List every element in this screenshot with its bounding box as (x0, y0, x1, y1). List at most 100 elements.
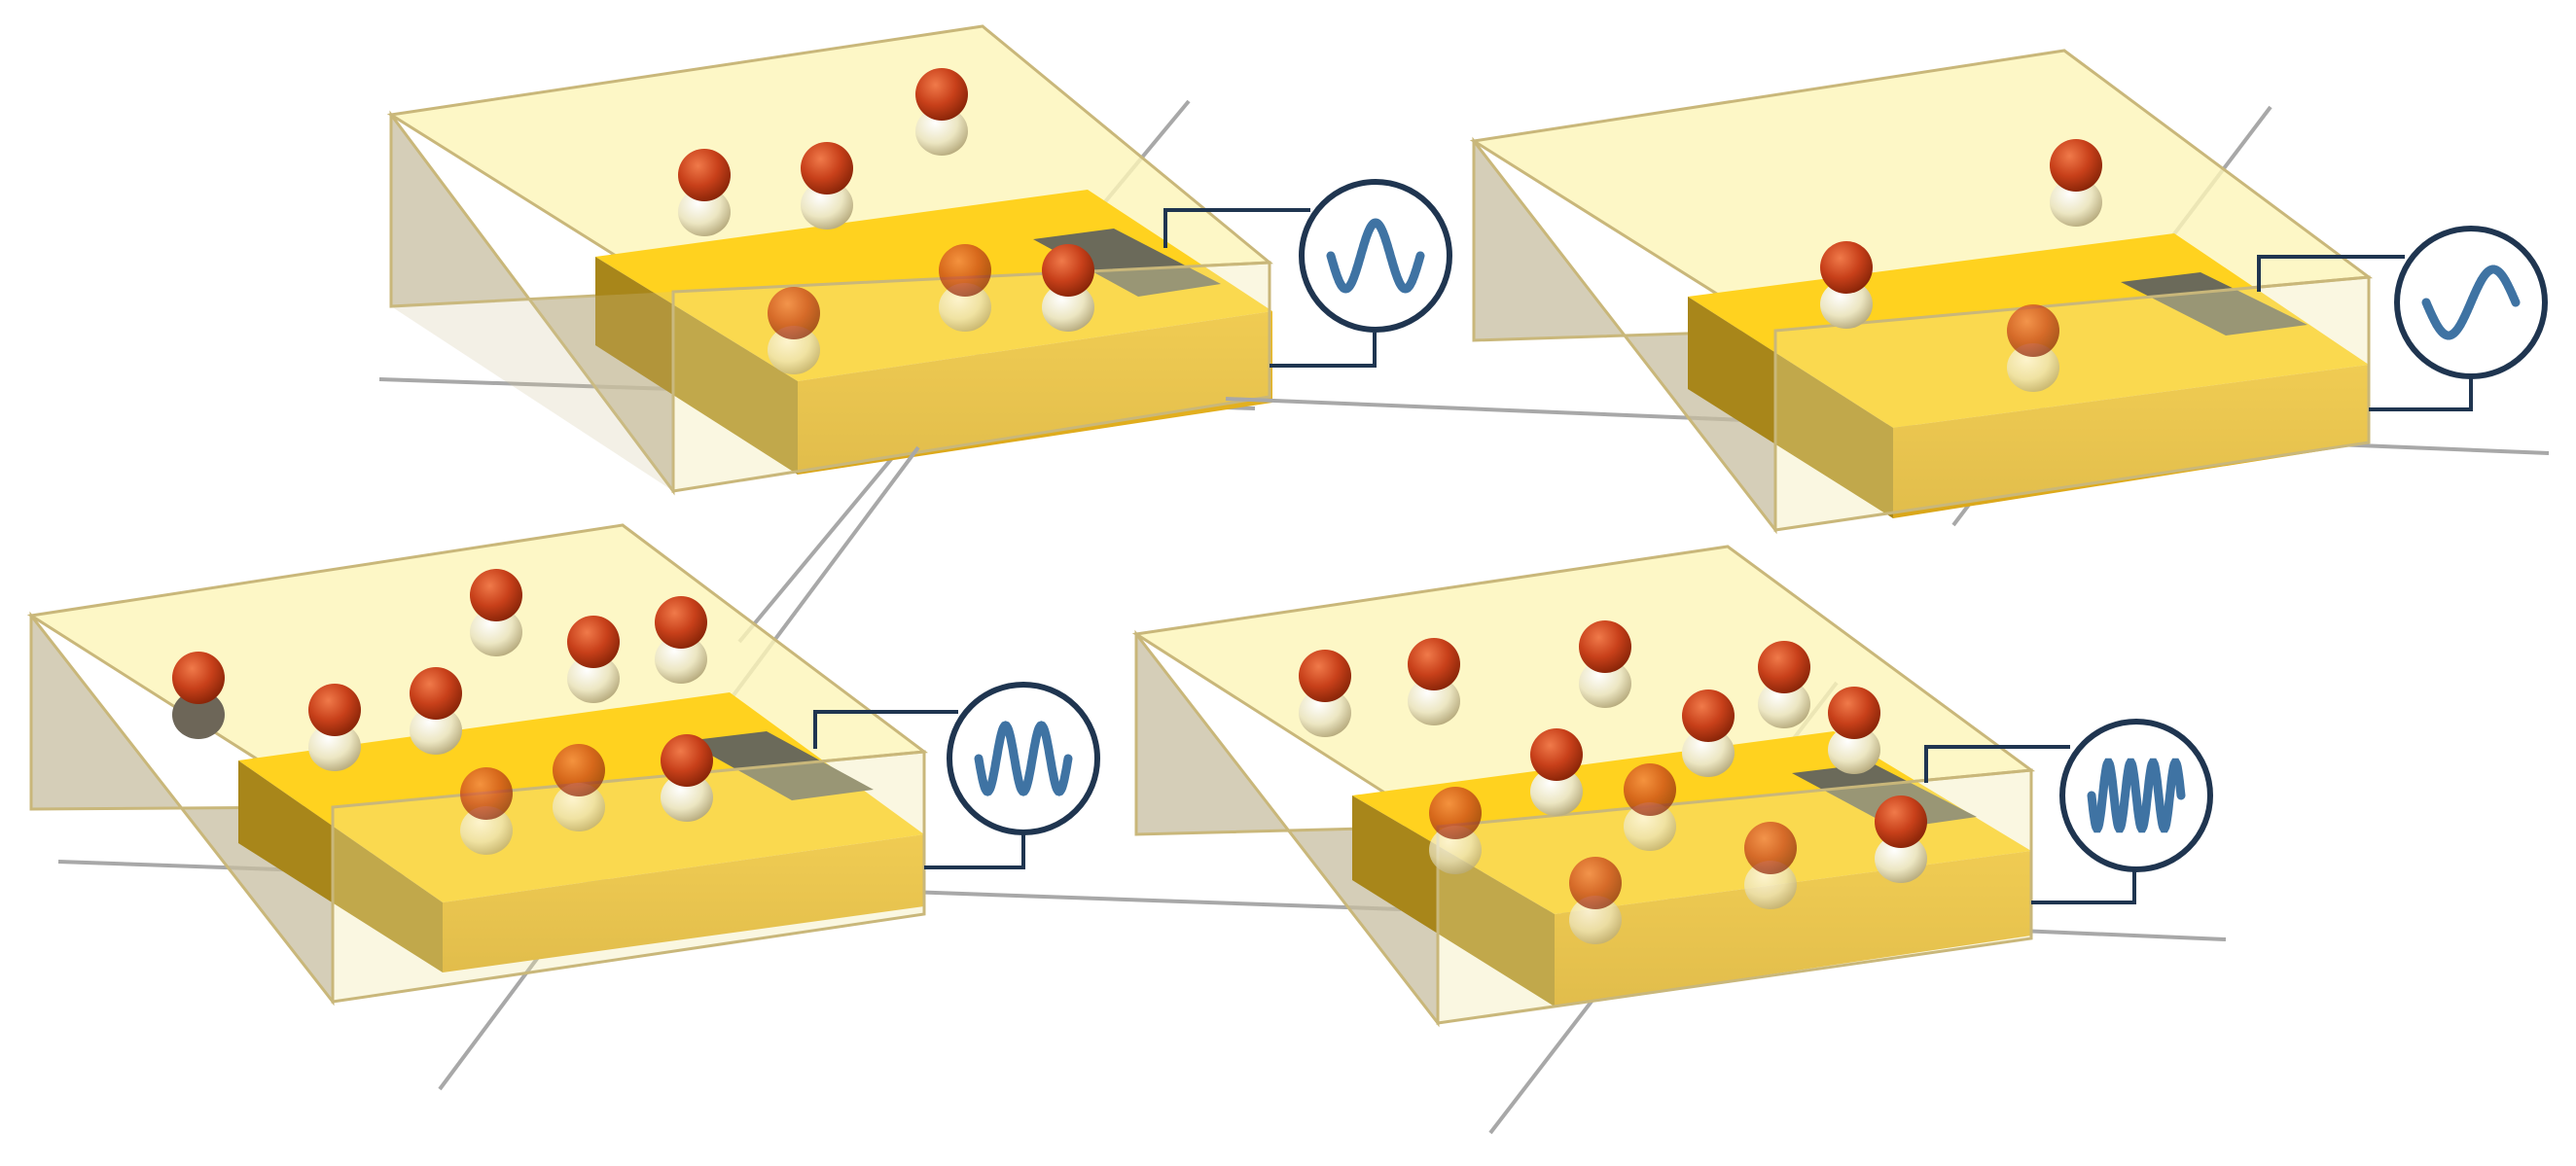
source-wire (1270, 333, 1377, 368)
particle-head-sphere (1429, 787, 1482, 839)
particle-base-sphere (1042, 283, 1094, 332)
particle (801, 142, 853, 230)
particle-head-sphere (801, 142, 853, 194)
particle-base-sphere (1875, 834, 1927, 883)
panel-top-left (378, 24, 1452, 644)
particle (553, 744, 605, 831)
slab-front-face (1773, 275, 2371, 532)
particle (678, 149, 731, 236)
particle (308, 684, 361, 771)
particle (661, 734, 713, 822)
panel-bottom-right (1131, 545, 2227, 1135)
particle (1828, 687, 1880, 774)
substrate-front (798, 311, 1272, 475)
source-wire (2257, 255, 2405, 292)
particle-head-sphere (1682, 689, 1735, 742)
substrate-front (1555, 851, 2031, 1007)
substrate-front (1893, 365, 2369, 518)
particle (2007, 304, 2059, 392)
particle (567, 616, 620, 703)
particle-base-sphere (1579, 659, 1631, 708)
slab-bottom-left (391, 292, 673, 491)
particle (1429, 787, 1482, 874)
particle (1042, 244, 1094, 332)
particle-head-sphere (2050, 139, 2102, 192)
particle-base-sphere (1530, 767, 1583, 816)
particle-head-sphere (553, 744, 605, 796)
particle-head-sphere (1530, 728, 1583, 781)
ac-source-icon (1299, 179, 1452, 333)
particle (1875, 795, 1927, 883)
particle-head-sphere (2007, 304, 2059, 357)
substrate-front (443, 834, 924, 972)
panel-top-right (1225, 49, 2550, 535)
particle-head-sphere (172, 652, 225, 704)
particle-base-sphere (2050, 178, 2102, 227)
particle (1744, 822, 1797, 909)
particle-head-sphere (1828, 687, 1880, 739)
particle (1299, 650, 1351, 737)
particle-head-sphere (939, 244, 991, 297)
particle-base-sphere (768, 326, 820, 374)
particle-base-sphere (915, 107, 968, 156)
particle-base-sphere (801, 181, 853, 230)
particle (1820, 241, 1873, 329)
particle-head-sphere (678, 149, 731, 201)
particle (172, 652, 225, 739)
particle-head-sphere (655, 596, 707, 649)
particle (1624, 763, 1676, 851)
particle-base-sphere (553, 783, 605, 831)
particle-head-sphere (1042, 244, 1094, 297)
waveform (2421, 265, 2521, 340)
particle-base-sphere (1682, 728, 1735, 777)
particle-base-sphere (1408, 677, 1460, 725)
substrate-left (1688, 297, 1893, 518)
particle (460, 767, 513, 855)
particle-head-sphere (768, 287, 820, 339)
particle-base-sphere (1758, 680, 1810, 728)
particle (1758, 641, 1810, 728)
particle-head-sphere (460, 767, 513, 820)
particle (2050, 139, 2102, 227)
particle-base-sphere (567, 654, 620, 703)
substrate-left (1352, 795, 1555, 1007)
source-wire (2031, 869, 2136, 904)
waveform (2087, 758, 2186, 833)
particle-head-sphere (661, 734, 713, 787)
particle-head-sphere (410, 667, 462, 720)
particle-base-sphere (661, 773, 713, 822)
particle-base-sphere (655, 635, 707, 684)
particle-base-sphere (1429, 826, 1482, 874)
particle-base-sphere (308, 723, 361, 771)
particle-head-sphere (567, 616, 620, 668)
particle-base-sphere (1299, 689, 1351, 737)
particle-base-sphere (1820, 280, 1873, 329)
particle (470, 569, 522, 656)
particle-head-sphere (1758, 641, 1810, 693)
particle-head-sphere (1299, 650, 1351, 702)
source-wire (1163, 208, 1310, 248)
substrate-left (238, 760, 443, 972)
electrode (1033, 229, 1221, 297)
particle (1408, 638, 1460, 725)
particle-base-sphere (1569, 896, 1622, 944)
particle-base-sphere (2007, 343, 2059, 392)
electrode (1792, 763, 1977, 829)
particle-base-sphere (1624, 802, 1676, 851)
particle-head-sphere (1820, 241, 1873, 294)
particle (1579, 620, 1631, 708)
particle-head-sphere (470, 569, 522, 621)
particle (1569, 857, 1622, 944)
particle-base-sphere (470, 608, 522, 656)
panel-bottom-left (26, 445, 1402, 1091)
particle (915, 68, 968, 156)
particle-base-sphere (172, 690, 225, 739)
particle (410, 667, 462, 755)
source-wire (924, 834, 1025, 869)
particle (768, 287, 820, 374)
particle-head-sphere (1875, 795, 1927, 848)
electrode (2121, 272, 2308, 336)
source-wire (813, 710, 958, 749)
particle (655, 596, 707, 684)
